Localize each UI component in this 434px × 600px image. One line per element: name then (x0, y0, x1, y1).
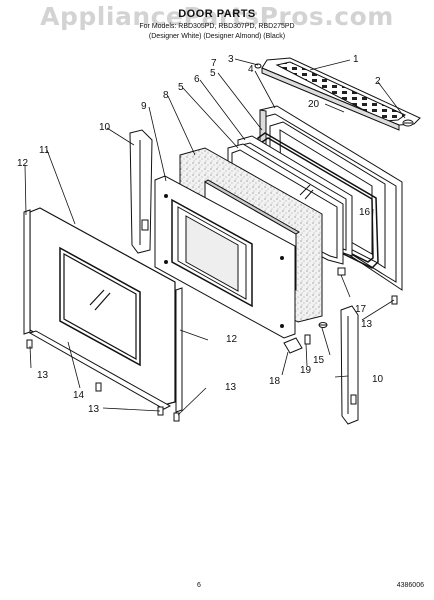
callout-13: 13 (88, 404, 100, 415)
callout-13: 13 (37, 370, 49, 381)
callout-3: 3 (228, 54, 234, 65)
callout-15: 15 (313, 355, 325, 366)
callout-numbers: 1 2 3 4 5 5 6 7 8 9 10 11 12 12 13 13 13… (17, 54, 384, 415)
model-list: For Models: RBD305PD, RBD307PD, RBD275PD (139, 23, 295, 30)
callout-8: 8 (163, 90, 169, 101)
callout-16: 16 (359, 207, 371, 218)
callout-14: 14 (73, 390, 85, 401)
document-number: 4386006 (396, 582, 424, 589)
watermark: AppliancePartsPros.com (40, 2, 394, 31)
callout-11: 11 (39, 145, 50, 156)
vent-trim-part (261, 57, 421, 131)
callout-leaders (24, 58, 406, 416)
callout-4: 4 (248, 64, 254, 75)
callout-10: 10 (372, 374, 384, 385)
callout-13: 13 (361, 319, 373, 330)
callout-7: 7 (211, 58, 217, 69)
callout-19: 19 (300, 365, 312, 376)
callout-18: 18 (269, 376, 281, 387)
callout-9: 9 (141, 101, 147, 112)
side-trim-part (23, 209, 183, 413)
left-door-bracket-part (129, 129, 153, 254)
callout-2: 2 (375, 76, 381, 87)
callout-1: 1 (353, 54, 359, 65)
callout-10: 10 (99, 122, 111, 133)
diagram-title: DOOR PARTS (178, 8, 256, 20)
callout-12: 12 (226, 334, 238, 345)
callout-6: 6 (194, 74, 200, 85)
color-list: (Designer White) (Designer Almond) (Blac… (148, 33, 286, 40)
outer-door-panel-part (29, 207, 176, 407)
bottom-trim-part (28, 330, 172, 410)
door-screw-part (26, 295, 398, 422)
callout-20: 20 (308, 99, 320, 110)
page-number: 6 (197, 582, 201, 589)
door-stop-part (283, 267, 346, 354)
right-door-bracket-part (340, 305, 359, 425)
callout-12: 12 (17, 158, 29, 169)
door-inner-panel-part (154, 175, 296, 339)
callout-5: 5 (210, 68, 216, 79)
callout-17: 17 (355, 304, 367, 315)
callout-5: 5 (178, 82, 184, 93)
callout-13: 13 (225, 382, 237, 393)
trim-screw-part (254, 63, 414, 127)
